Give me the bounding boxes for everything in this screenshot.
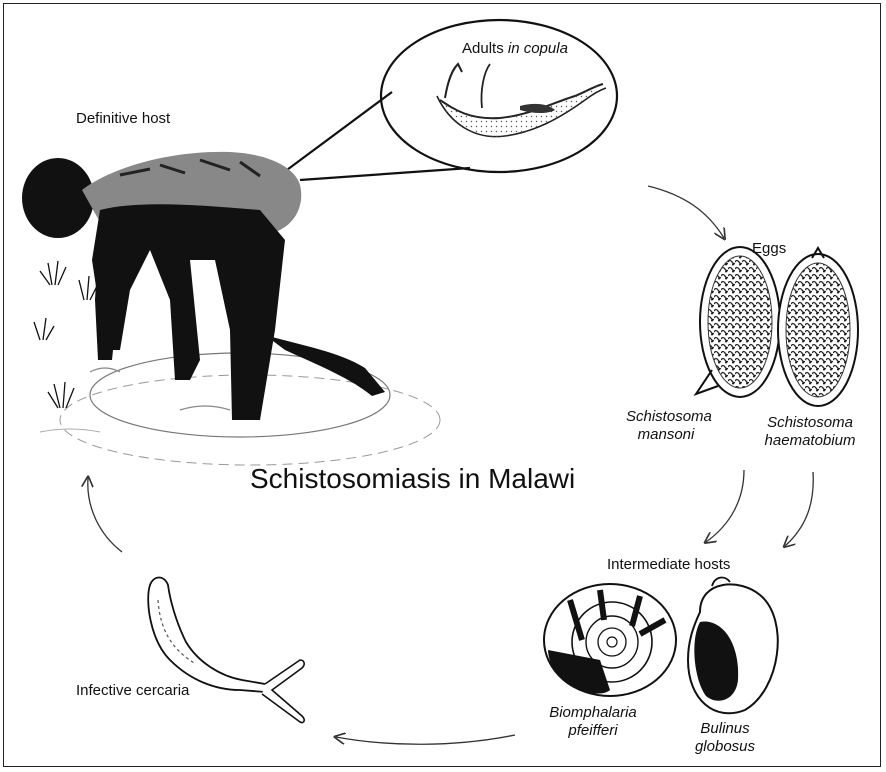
eggs-label: Eggs	[752, 240, 786, 258]
bulinus-genus: Bulinus	[680, 720, 770, 738]
intermediate-hosts-label: Intermediate hosts	[607, 556, 730, 574]
snail-bulinus-globosus	[688, 577, 778, 713]
egg-haematobium-label: Schistosoma haematobium	[760, 414, 860, 450]
adults-label: Adults in copula	[462, 40, 568, 58]
arrow-snails-to-cercaria	[336, 735, 515, 744]
arrow-haematobium-to-snails	[785, 472, 813, 546]
arrow-adults-to-eggs	[648, 186, 724, 238]
cercaria-label: Infective cercaria	[76, 682, 189, 700]
egg-schistosoma-haematobium	[778, 248, 858, 406]
egg-mansoni-species: mansoni	[626, 426, 706, 444]
definitive-host-figure	[22, 152, 440, 465]
adults-label-italic: in copula	[508, 40, 568, 57]
adults-label-text: Adults	[462, 40, 504, 57]
bulinus-species: globosus	[680, 738, 770, 756]
zoom-line-lower	[300, 168, 470, 180]
egg-mansoni-label: Schistosoma mansoni	[626, 408, 706, 444]
egg-schistosoma-mansoni	[696, 247, 780, 397]
bulinus-label: Bulinus globosus	[680, 720, 770, 756]
snail-biomphalaria-pfeifferi	[544, 584, 676, 696]
arrow-mansoni-to-snails	[706, 470, 744, 542]
arrow-cercaria-to-host	[88, 478, 122, 552]
egg-haematobium-genus: Schistosoma	[760, 414, 860, 432]
egg-mansoni-genus: Schistosoma	[626, 408, 706, 426]
biomphalaria-species: pfeifferi	[538, 722, 648, 740]
egg-haematobium-species: haematobium	[760, 432, 860, 450]
diagram-title: Schistosomiasis in Malawi	[250, 462, 575, 496]
definitive-host-label: Definitive host	[76, 110, 170, 128]
cercaria-larva	[148, 578, 304, 723]
biomphalaria-label: Biomphalaria pfeifferi	[538, 704, 648, 740]
biomphalaria-genus: Biomphalaria	[538, 704, 648, 722]
